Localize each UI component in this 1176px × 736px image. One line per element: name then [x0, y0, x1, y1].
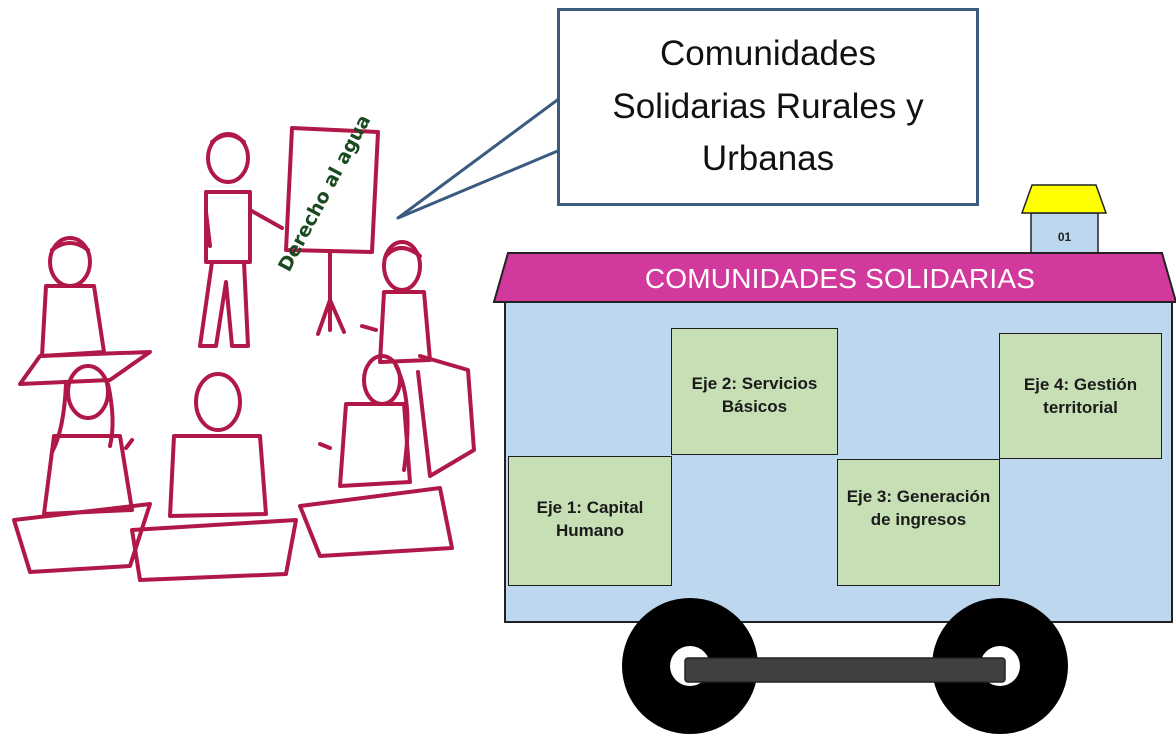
axle — [684, 657, 1006, 683]
speech-bubble: Comunidades Solidarias Rurales y Urbanas — [557, 8, 979, 206]
seated-figure-lower-right — [298, 354, 454, 558]
presenter-figure — [198, 132, 284, 348]
seated-figure-lower-left — [12, 364, 152, 574]
axis-box-gestion-territorial: Eje 4: Gestión territorial — [999, 333, 1162, 459]
speech-bubble-text: Comunidades Solidarias Rurales y Urbanas — [612, 34, 924, 179]
axis-label: Eje 1: Capital Humano — [536, 498, 644, 540]
cart-roof-label: COMUNIDADES SOLIDARIAS — [644, 263, 1036, 294]
axis-box-generacion-ingresos: Eje 3: Generación de ingresos — [837, 459, 1000, 586]
axis-label: Eje 4: Gestión territorial — [1023, 375, 1138, 417]
axis-label: Eje 2: Servicios Básicos — [691, 374, 818, 416]
chimney-label: 01 — [1057, 230, 1072, 244]
flipchart-board — [284, 126, 380, 336]
seated-figure-left — [18, 236, 152, 386]
community-meeting-sketch — [12, 126, 476, 582]
seated-figure-right — [360, 240, 476, 478]
speech-bubble-tail — [396, 96, 561, 220]
axis-box-capital-humano: Eje 1: Capital Humano — [508, 456, 672, 586]
axis-label: Eje 3: Generación de ingresos — [846, 487, 991, 529]
seated-figure-center — [130, 372, 298, 582]
axis-box-servicios-basicos: Eje 2: Servicios Básicos — [671, 328, 838, 455]
cart-roof — [492, 252, 1176, 303]
chimney-cap — [1020, 184, 1108, 214]
chimney — [1030, 212, 1099, 254]
